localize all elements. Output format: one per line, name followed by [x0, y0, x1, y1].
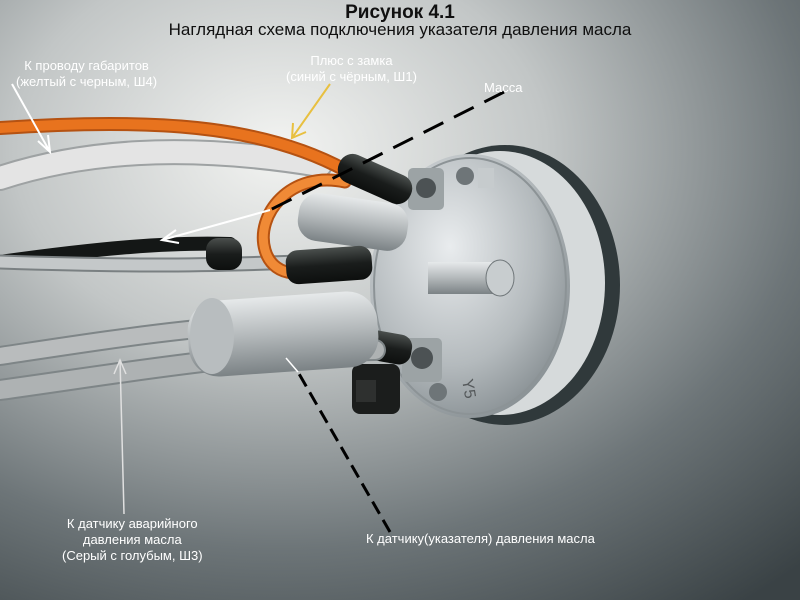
label-ignition-plus-line1: Плюс с замка — [310, 53, 393, 68]
figure-caption: Наглядная схема подключения указателя да… — [168, 20, 632, 39]
label-parking-lights: К проводу габаритов (желтый с черным, Ш4… — [16, 58, 157, 90]
callout-arrows — [11, 83, 505, 533]
upper-terminal — [408, 167, 494, 210]
label-parking-lights-line1: К проводу габаритов — [24, 58, 149, 73]
gauge-marking: Y5 — [458, 378, 478, 400]
lower-terminal — [402, 338, 447, 401]
metal-sleeve — [297, 193, 409, 251]
arrow-parking-lights — [11, 83, 52, 155]
white-wire — [0, 139, 333, 191]
grey-wire-upper — [0, 254, 308, 273]
label-emergency-sensor-line3: (Серый с голубым, Ш3) — [62, 548, 203, 563]
arrow-pressure-sensor — [296, 371, 392, 533]
grey-wire-bundle — [0, 291, 386, 401]
label-ignition-plus: Плюс с замка (синий с чёрным, Ш1) — [286, 53, 417, 85]
arrow-emergency-sensor — [113, 358, 127, 515]
lamp-socket — [352, 364, 400, 414]
label-ignition-plus-line2: (синий с чёрным, Ш1) — [286, 69, 417, 84]
arrow-ground-dark — [269, 90, 505, 212]
label-emergency-sensor-line2: давления масла — [82, 532, 182, 547]
arrow-ignition-plus — [290, 83, 331, 140]
label-pressure-sensor: К датчику(указателя) давления масла — [366, 531, 595, 546]
label-ground: Масса — [484, 80, 523, 95]
label-emergency-sensor: К датчику аварийного давления масла (Сер… — [62, 516, 203, 564]
figure-number: Рисунок 4.1 — [345, 2, 455, 23]
center-stud — [428, 259, 515, 297]
label-emergency-sensor-line1: К датчику аварийного — [66, 516, 198, 531]
label-parking-lights-line2: (желтый с черным, Ш4) — [16, 74, 158, 89]
arrow-ground-white — [159, 209, 271, 244]
